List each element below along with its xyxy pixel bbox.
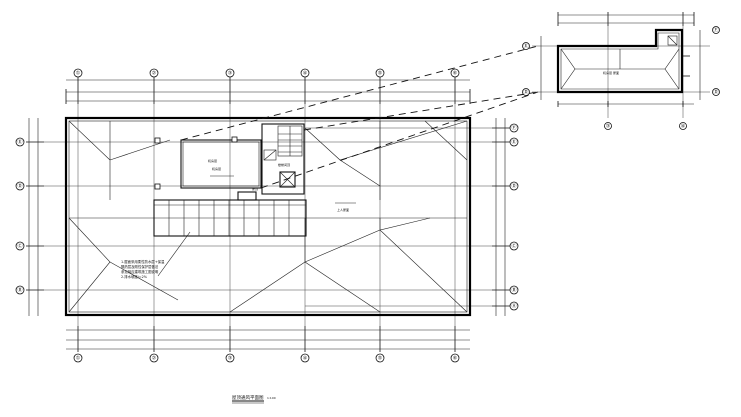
axis-right-bubble bbox=[509, 285, 519, 295]
roof-slope-lines bbox=[68, 120, 468, 313]
axis-bottom-bubble bbox=[300, 353, 310, 363]
axis-left-label: Ⓓ bbox=[17, 183, 22, 190]
drawing-title-block: 屋顶通风平面图 1:100 bbox=[232, 394, 276, 404]
roof-outline bbox=[64, 116, 472, 317]
detail-axis-bottom-label: ④ bbox=[681, 124, 686, 130]
axis-bottom-bubble bbox=[73, 353, 83, 363]
axis-right-bubble bbox=[509, 137, 519, 147]
axis-right-label: Ⓑ bbox=[511, 287, 516, 294]
room-labels: 机房层 机房层 楼梯间顶 屋顶 上人屋面 bbox=[208, 158, 356, 212]
axis-top-bubble bbox=[450, 68, 460, 78]
axis-left-label: Ⓔ bbox=[17, 139, 22, 146]
callout-lines bbox=[180, 45, 539, 189]
axis-left-bubble bbox=[15, 285, 25, 295]
label-machine-room-2: 机房层 bbox=[212, 166, 221, 171]
label-stair-top: 楼梯间顶 bbox=[278, 162, 290, 167]
detail-axis-bottom-label: ③ bbox=[606, 124, 610, 130]
canopy-strip bbox=[153, 191, 307, 237]
axis-right-label: Ⓔ bbox=[511, 139, 516, 146]
axis-left-label: Ⓑ bbox=[17, 287, 22, 294]
axis-right-label: Ⓐ bbox=[511, 303, 516, 310]
detail-axis-right-label: Ⓕ bbox=[713, 27, 718, 34]
axis-top-label: ④ bbox=[303, 71, 308, 77]
detail-axis-left-label: Ⓔ bbox=[523, 43, 528, 50]
drawing-scale: 1:100 bbox=[267, 396, 276, 400]
axis-right-bubble bbox=[509, 241, 519, 251]
label-upper-roof: 上人屋面 bbox=[337, 207, 349, 212]
label-machine-room: 机房层 bbox=[208, 158, 217, 163]
axis-right-label: Ⓕ bbox=[511, 125, 516, 132]
axis-top-label: ③ bbox=[228, 71, 232, 77]
axis-right-bubble bbox=[509, 301, 519, 311]
note-line-1: 1.屋面采用柔性防水层+保温 bbox=[121, 259, 165, 264]
axis-right-bubble bbox=[509, 181, 519, 191]
axis-left-label: Ⓒ bbox=[17, 243, 22, 250]
axis-top-label: ② bbox=[152, 71, 157, 77]
note-line-2: 隔热层及刚性保护层做法 bbox=[121, 264, 159, 269]
axis-bottom-label: ③ bbox=[228, 356, 232, 362]
axis-right-label: Ⓒ bbox=[511, 243, 516, 250]
detail-axis-left-bubble bbox=[522, 88, 530, 96]
note-block: 1.屋面采用柔性防水层+保温 隔热层及刚性保护层做法 参见相应建筑施工图说明 2… bbox=[121, 231, 191, 279]
detail-axis-right-bubble bbox=[712, 26, 720, 34]
axis-bottom-bubble bbox=[149, 353, 159, 363]
axis-top-label: ⑥ bbox=[453, 71, 458, 77]
top-dimension-lines bbox=[65, 77, 471, 104]
machine-room bbox=[154, 136, 262, 190]
detail-axis-right-label: Ⓓ bbox=[713, 89, 718, 96]
note-line-3: 参见相应建筑施工图说明 bbox=[121, 269, 159, 274]
detail-axis-left-label: Ⓓ bbox=[523, 89, 528, 96]
detail-axis-bottom-bubble bbox=[679, 122, 687, 130]
axis-top-bubble bbox=[149, 68, 159, 78]
detail-axis-bottom-bubble bbox=[604, 122, 612, 130]
detail-axis-right-bubble bbox=[712, 88, 720, 96]
axis-left-bubble bbox=[15, 181, 25, 191]
axis-top-bubble bbox=[375, 68, 385, 78]
note-line-4: 2.排水坡度i=2% bbox=[121, 274, 148, 279]
axis-top-bubble bbox=[300, 68, 310, 78]
axis-top-label: ⑤ bbox=[378, 71, 382, 77]
axis-bottom-bubble bbox=[375, 353, 385, 363]
axis-bottom-label: ④ bbox=[303, 356, 308, 362]
axis-left-bubble bbox=[15, 137, 25, 147]
label-roof: 屋顶 bbox=[252, 186, 258, 191]
axis-top-bubble bbox=[225, 68, 235, 78]
axis-left-bubble bbox=[15, 241, 25, 251]
label-detail-room: 机房层 屋面 bbox=[603, 70, 619, 75]
axis-bottom-bubble bbox=[225, 353, 235, 363]
axis-bottom-label: ① bbox=[76, 356, 81, 362]
detail-plan: 机房层 屋面 bbox=[532, 12, 710, 118]
axis-bottom-label: ② bbox=[152, 356, 157, 362]
axis-top-label: ① bbox=[76, 71, 81, 77]
detail-axis-left-bubble bbox=[522, 42, 530, 50]
axis-bubbles: ① ② ③ ④ ⑤ ⑥ ① ② ③ ④ ⑤ ⑥ Ⓔ Ⓓ Ⓒ Ⓑ Ⓕ Ⓔ Ⓓ Ⓒ Ⓑ Ⓐ ③ ④ Ⓔ Ⓓ Ⓕ Ⓓ bbox=[15, 26, 720, 363]
axis-bottom-label: ⑥ bbox=[453, 356, 458, 362]
axis-bottom-label: ⑤ bbox=[378, 356, 382, 362]
axis-top-bubble bbox=[73, 68, 83, 78]
axis-right-bubble bbox=[509, 123, 519, 133]
axis-bottom-bubble bbox=[450, 353, 460, 363]
drawing-title: 屋顶通风平面图 bbox=[232, 394, 264, 401]
side-dimension-lines bbox=[26, 118, 510, 316]
bottom-dimension-lines bbox=[66, 326, 470, 352]
stair-block bbox=[261, 123, 305, 195]
axis-right-label: Ⓓ bbox=[511, 183, 516, 190]
